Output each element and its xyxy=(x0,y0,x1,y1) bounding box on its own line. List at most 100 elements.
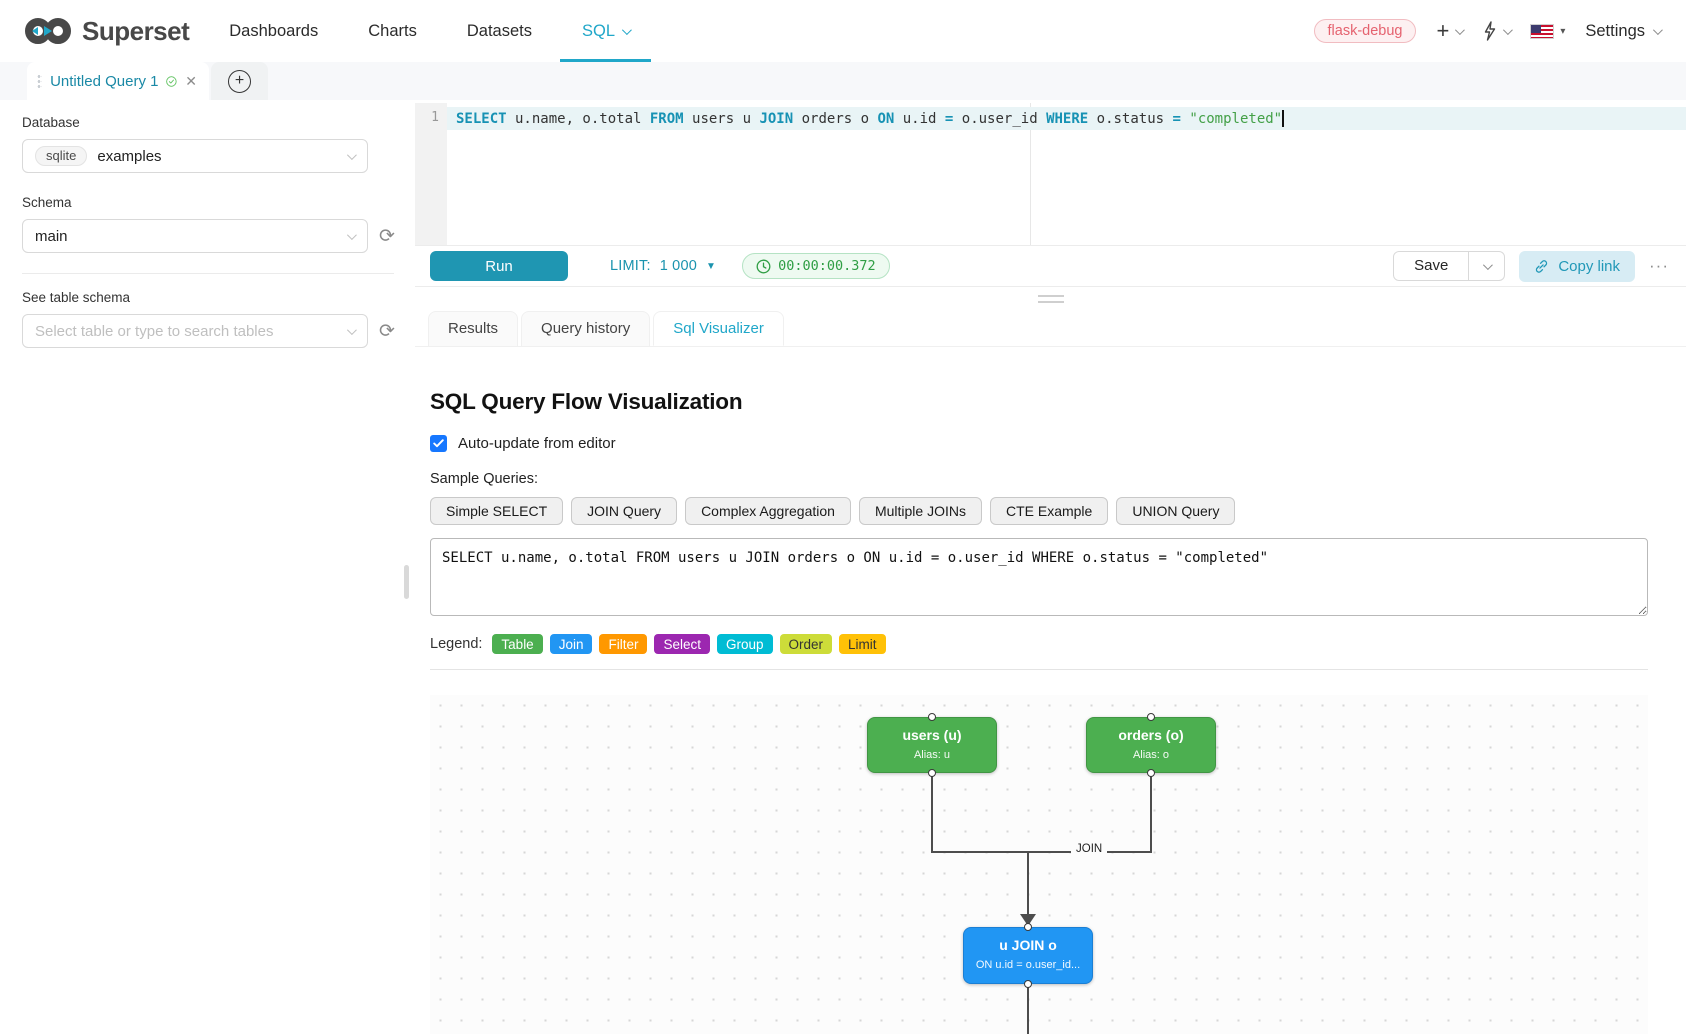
sql-token: o.user_id xyxy=(953,110,1047,127)
sql-token: ON xyxy=(877,110,895,127)
superset-logo[interactable]: Superset xyxy=(24,16,190,47)
chevron-down-icon xyxy=(1455,24,1466,35)
legend-chip-join: Join xyxy=(549,634,593,654)
active-nav-underline xyxy=(559,59,652,62)
timer-value: 00:00:00.372 xyxy=(778,258,876,274)
node-handle[interactable] xyxy=(1024,980,1032,988)
save-button[interactable]: Save xyxy=(1393,251,1470,281)
chevron-down-icon xyxy=(346,150,357,161)
sample-query-button[interactable]: Simple SELECT xyxy=(430,497,564,525)
sample-query-button[interactable]: Multiple JOINs xyxy=(858,497,982,525)
checkbox-check-icon xyxy=(433,439,444,448)
tab-query-history[interactable]: Query history xyxy=(521,311,651,346)
us-flag-icon xyxy=(1530,23,1555,39)
nav-sql[interactable]: SQL xyxy=(559,0,652,62)
database-name: examples xyxy=(97,147,162,165)
drag-grip-icon[interactable] xyxy=(37,73,43,89)
node-subtitle: Alias: u xyxy=(913,749,951,761)
table-select[interactable] xyxy=(22,314,368,348)
legend-chip-group: Group xyxy=(717,634,773,654)
refresh-tables-icon[interactable]: ⟳ xyxy=(379,320,395,342)
sidebar-resize-handle[interactable] xyxy=(404,565,409,599)
editor-code-area[interactable]: SELECT u.name, o.total FROM users u JOIN… xyxy=(447,103,1686,245)
pane-split-drag-handle[interactable] xyxy=(1037,295,1064,303)
node-handle[interactable] xyxy=(928,769,936,777)
sql-token: o.status xyxy=(1088,110,1173,127)
database-select[interactable]: sqlite examples xyxy=(22,139,368,173)
language-picker[interactable]: ▾ xyxy=(1530,23,1565,39)
table-schema-label: See table schema xyxy=(22,290,131,305)
sample-query-button[interactable]: JOIN Query xyxy=(571,497,678,525)
query-tab-strip: Untitled Query 1 ✕ + xyxy=(0,62,1686,100)
node-title: users (u) xyxy=(902,727,962,743)
sql-token: u.id xyxy=(894,110,945,127)
new-query-tab-button[interactable]: + xyxy=(211,62,268,100)
auto-update-label: Auto-update from editor xyxy=(458,435,616,452)
chevron-down-icon xyxy=(1503,24,1514,35)
main-nav: Dashboards Charts Datasets SQL xyxy=(229,0,652,62)
run-button[interactable]: Run xyxy=(430,251,568,281)
sidebar-divider xyxy=(22,273,394,274)
flow-node-join[interactable]: u JOIN o ON u.id = o.user_id... xyxy=(963,923,1093,988)
schema-label: Schema xyxy=(22,195,72,210)
content-divider xyxy=(430,669,1648,670)
nav-charts[interactable]: Charts xyxy=(368,21,417,40)
plus-icon: + xyxy=(1436,18,1450,43)
schema-select[interactable]: main xyxy=(22,219,368,253)
auto-update-checkbox[interactable] xyxy=(430,435,447,452)
editor-print-margin xyxy=(1030,103,1031,245)
sample-query-button[interactable]: CTE Example xyxy=(989,497,1109,525)
sql-token: users u xyxy=(683,110,760,127)
close-tab-icon[interactable]: ✕ xyxy=(185,72,197,89)
query-text-area[interactable]: SELECT u.name, o.total FROM users u JOIN… xyxy=(430,538,1648,616)
chevron-down-icon xyxy=(1652,24,1663,35)
sql-token: WHERE xyxy=(1046,110,1089,127)
caret-down-icon: ▼ xyxy=(705,260,717,272)
legend-chip-limit: Limit xyxy=(839,634,886,654)
table-search-input[interactable] xyxy=(35,322,337,340)
nav-dashboards[interactable]: Dashboards xyxy=(229,21,319,40)
flow-node-users[interactable]: users (u) Alias: u xyxy=(867,713,997,777)
copy-link-label: Copy link xyxy=(1558,257,1621,275)
limit-dropdown[interactable]: LIMIT: 1 000 ▼ xyxy=(610,258,716,274)
database-label: Database xyxy=(22,115,80,130)
sql-token: FROM xyxy=(649,110,684,127)
save-split-button: Save xyxy=(1393,251,1506,281)
sample-query-button[interactable]: Complex Aggregation xyxy=(685,497,851,525)
node-handle[interactable] xyxy=(1147,713,1155,721)
sql-visualizer-panel: SQL Query Flow Visualization Auto-update… xyxy=(415,347,1686,1034)
save-options-button[interactable] xyxy=(1469,251,1506,281)
nav-datasets[interactable]: Datasets xyxy=(466,21,532,40)
legend-chip-order: Order xyxy=(779,634,833,654)
node-handle[interactable] xyxy=(1147,769,1155,777)
auto-update-row: Auto-update from editor xyxy=(430,435,1648,452)
query-timer: 00:00:00.372 xyxy=(742,253,890,279)
node-handle[interactable] xyxy=(928,713,936,721)
refresh-schemas-icon[interactable]: ⟳ xyxy=(379,225,395,247)
sql-token: orders o xyxy=(793,110,878,127)
flow-canvas[interactable]: JOIN users (u) Alias: u orders (o) Alias… xyxy=(430,695,1648,1034)
sql-token: "completed" xyxy=(1189,110,1283,127)
copy-link-button[interactable]: Copy link xyxy=(1519,250,1636,282)
sql-editor[interactable]: 1 SELECT u.name, o.total FROM users u JO… xyxy=(415,103,1686,245)
query-tab-untitled-1[interactable]: Untitled Query 1 ✕ xyxy=(27,62,209,100)
tab-sql-visualizer[interactable]: Sql Visualizer xyxy=(653,311,784,346)
node-handle[interactable] xyxy=(1024,923,1032,931)
flow-node-orders[interactable]: orders (o) Alias: o xyxy=(1086,713,1216,777)
legend-chip-select: Select xyxy=(654,634,710,654)
sql-code-line[interactable]: SELECT u.name, o.total FROM users u JOIN… xyxy=(447,107,1686,130)
settings-label: Settings xyxy=(1585,21,1645,40)
environment-badge: flask-debug xyxy=(1313,19,1417,43)
sql-token: SELECT xyxy=(456,110,507,127)
sql-token: = xyxy=(1172,110,1181,127)
tab-results[interactable]: Results xyxy=(428,311,519,346)
more-options-icon[interactable]: ··· xyxy=(1649,256,1669,275)
navbar-right: flask-debug + ▾ Settings xyxy=(1313,18,1663,43)
new-item-dropdown[interactable]: + xyxy=(1436,18,1466,43)
node-title: orders (o) xyxy=(1118,727,1184,743)
sql-query-dropdown[interactable] xyxy=(1482,21,1514,41)
settings-menu[interactable]: Settings xyxy=(1585,21,1663,41)
sample-query-button[interactable]: UNION Query xyxy=(1116,497,1236,525)
